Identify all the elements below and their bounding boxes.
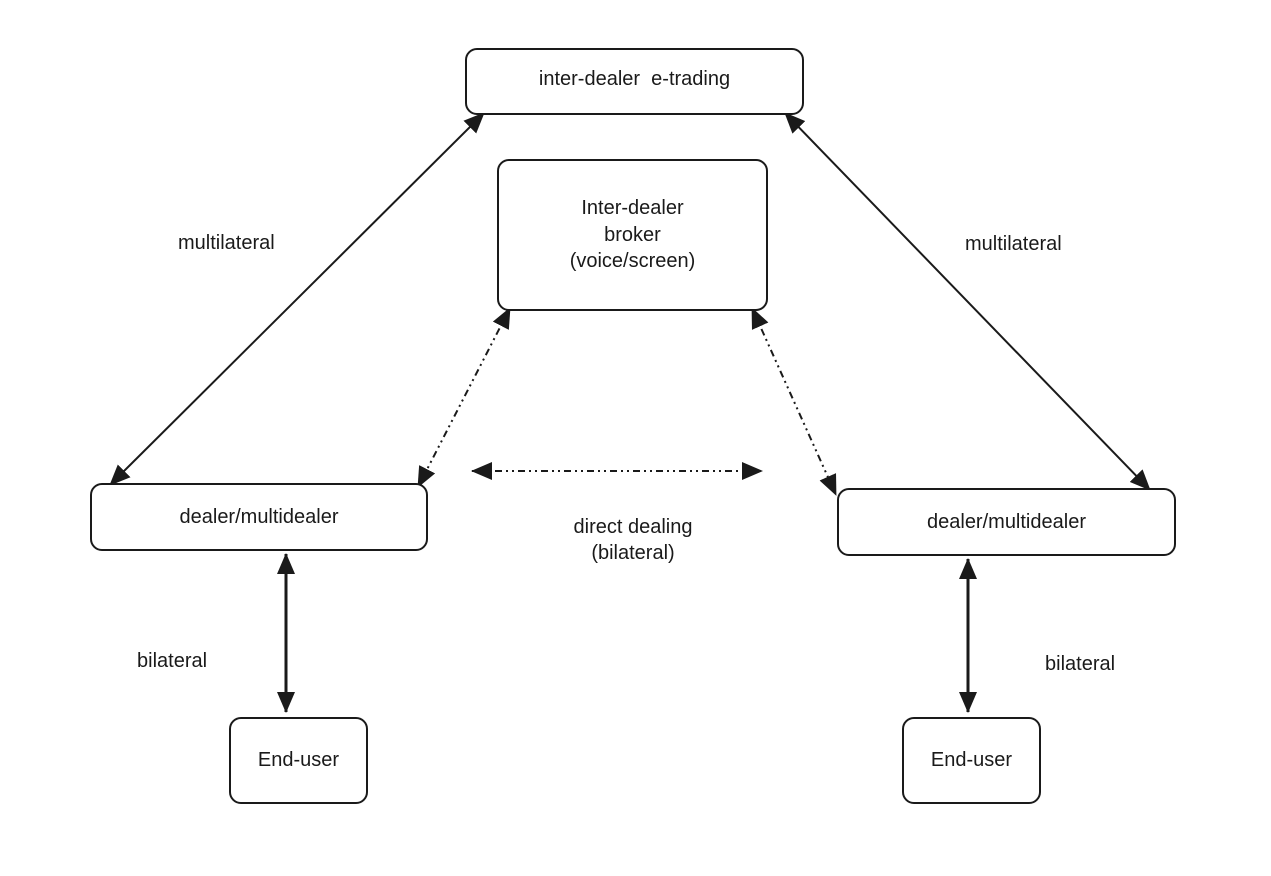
node-inter-dealer-e-trading: inter-dealer e-trading <box>465 48 804 115</box>
label-direct-dealing-line1: direct dealing <box>573 516 693 538</box>
edge-broker-right <box>751 307 837 496</box>
label-bilateral-right-text: bilateral <box>1045 653 1116 675</box>
node-inter-dealer-broker: Inter-dealer broker (voice/screen) <box>497 159 768 311</box>
node-end-user-right: End-user <box>902 717 1041 804</box>
node-inter-dealer-e-trading-label: inter-dealer e-trading <box>538 68 731 91</box>
label-multilateral-left: multilateral <box>178 230 275 256</box>
label-bilateral-right: bilateral <box>1045 651 1115 677</box>
node-broker-label-line3: (voice/screen) <box>569 250 696 273</box>
label-multilateral-left-text: multilateral <box>178 232 275 254</box>
label-bilateral-left-text: bilateral <box>137 650 208 672</box>
label-direct-dealing: direct dealing (bilateral) <box>553 514 713 566</box>
node-broker-label-line2: broker <box>604 223 661 246</box>
label-multilateral-right: multilateral <box>965 231 1062 257</box>
node-dealer-right-label: dealer/multidealer <box>927 510 1086 533</box>
node-end-user-left-label: End-user <box>257 749 340 772</box>
node-dealer-left: dealer/multidealer <box>90 483 428 551</box>
label-direct-dealing-line2: (bilateral) <box>591 542 675 564</box>
node-dealer-left-label: dealer/multidealer <box>179 505 339 528</box>
label-bilateral-left: bilateral <box>137 648 207 674</box>
node-end-user-left: End-user <box>229 717 368 804</box>
label-multilateral-right-text: multilateral <box>965 233 1062 255</box>
node-dealer-right: dealer/multidealer <box>837 488 1176 556</box>
edge-multilateral-right <box>784 112 1151 491</box>
node-end-user-right-label: End-user <box>930 749 1013 772</box>
edge-multilateral-left <box>109 112 485 486</box>
edge-broker-left <box>417 307 511 488</box>
node-broker-label-line1: Inter-dealer <box>581 197 684 220</box>
